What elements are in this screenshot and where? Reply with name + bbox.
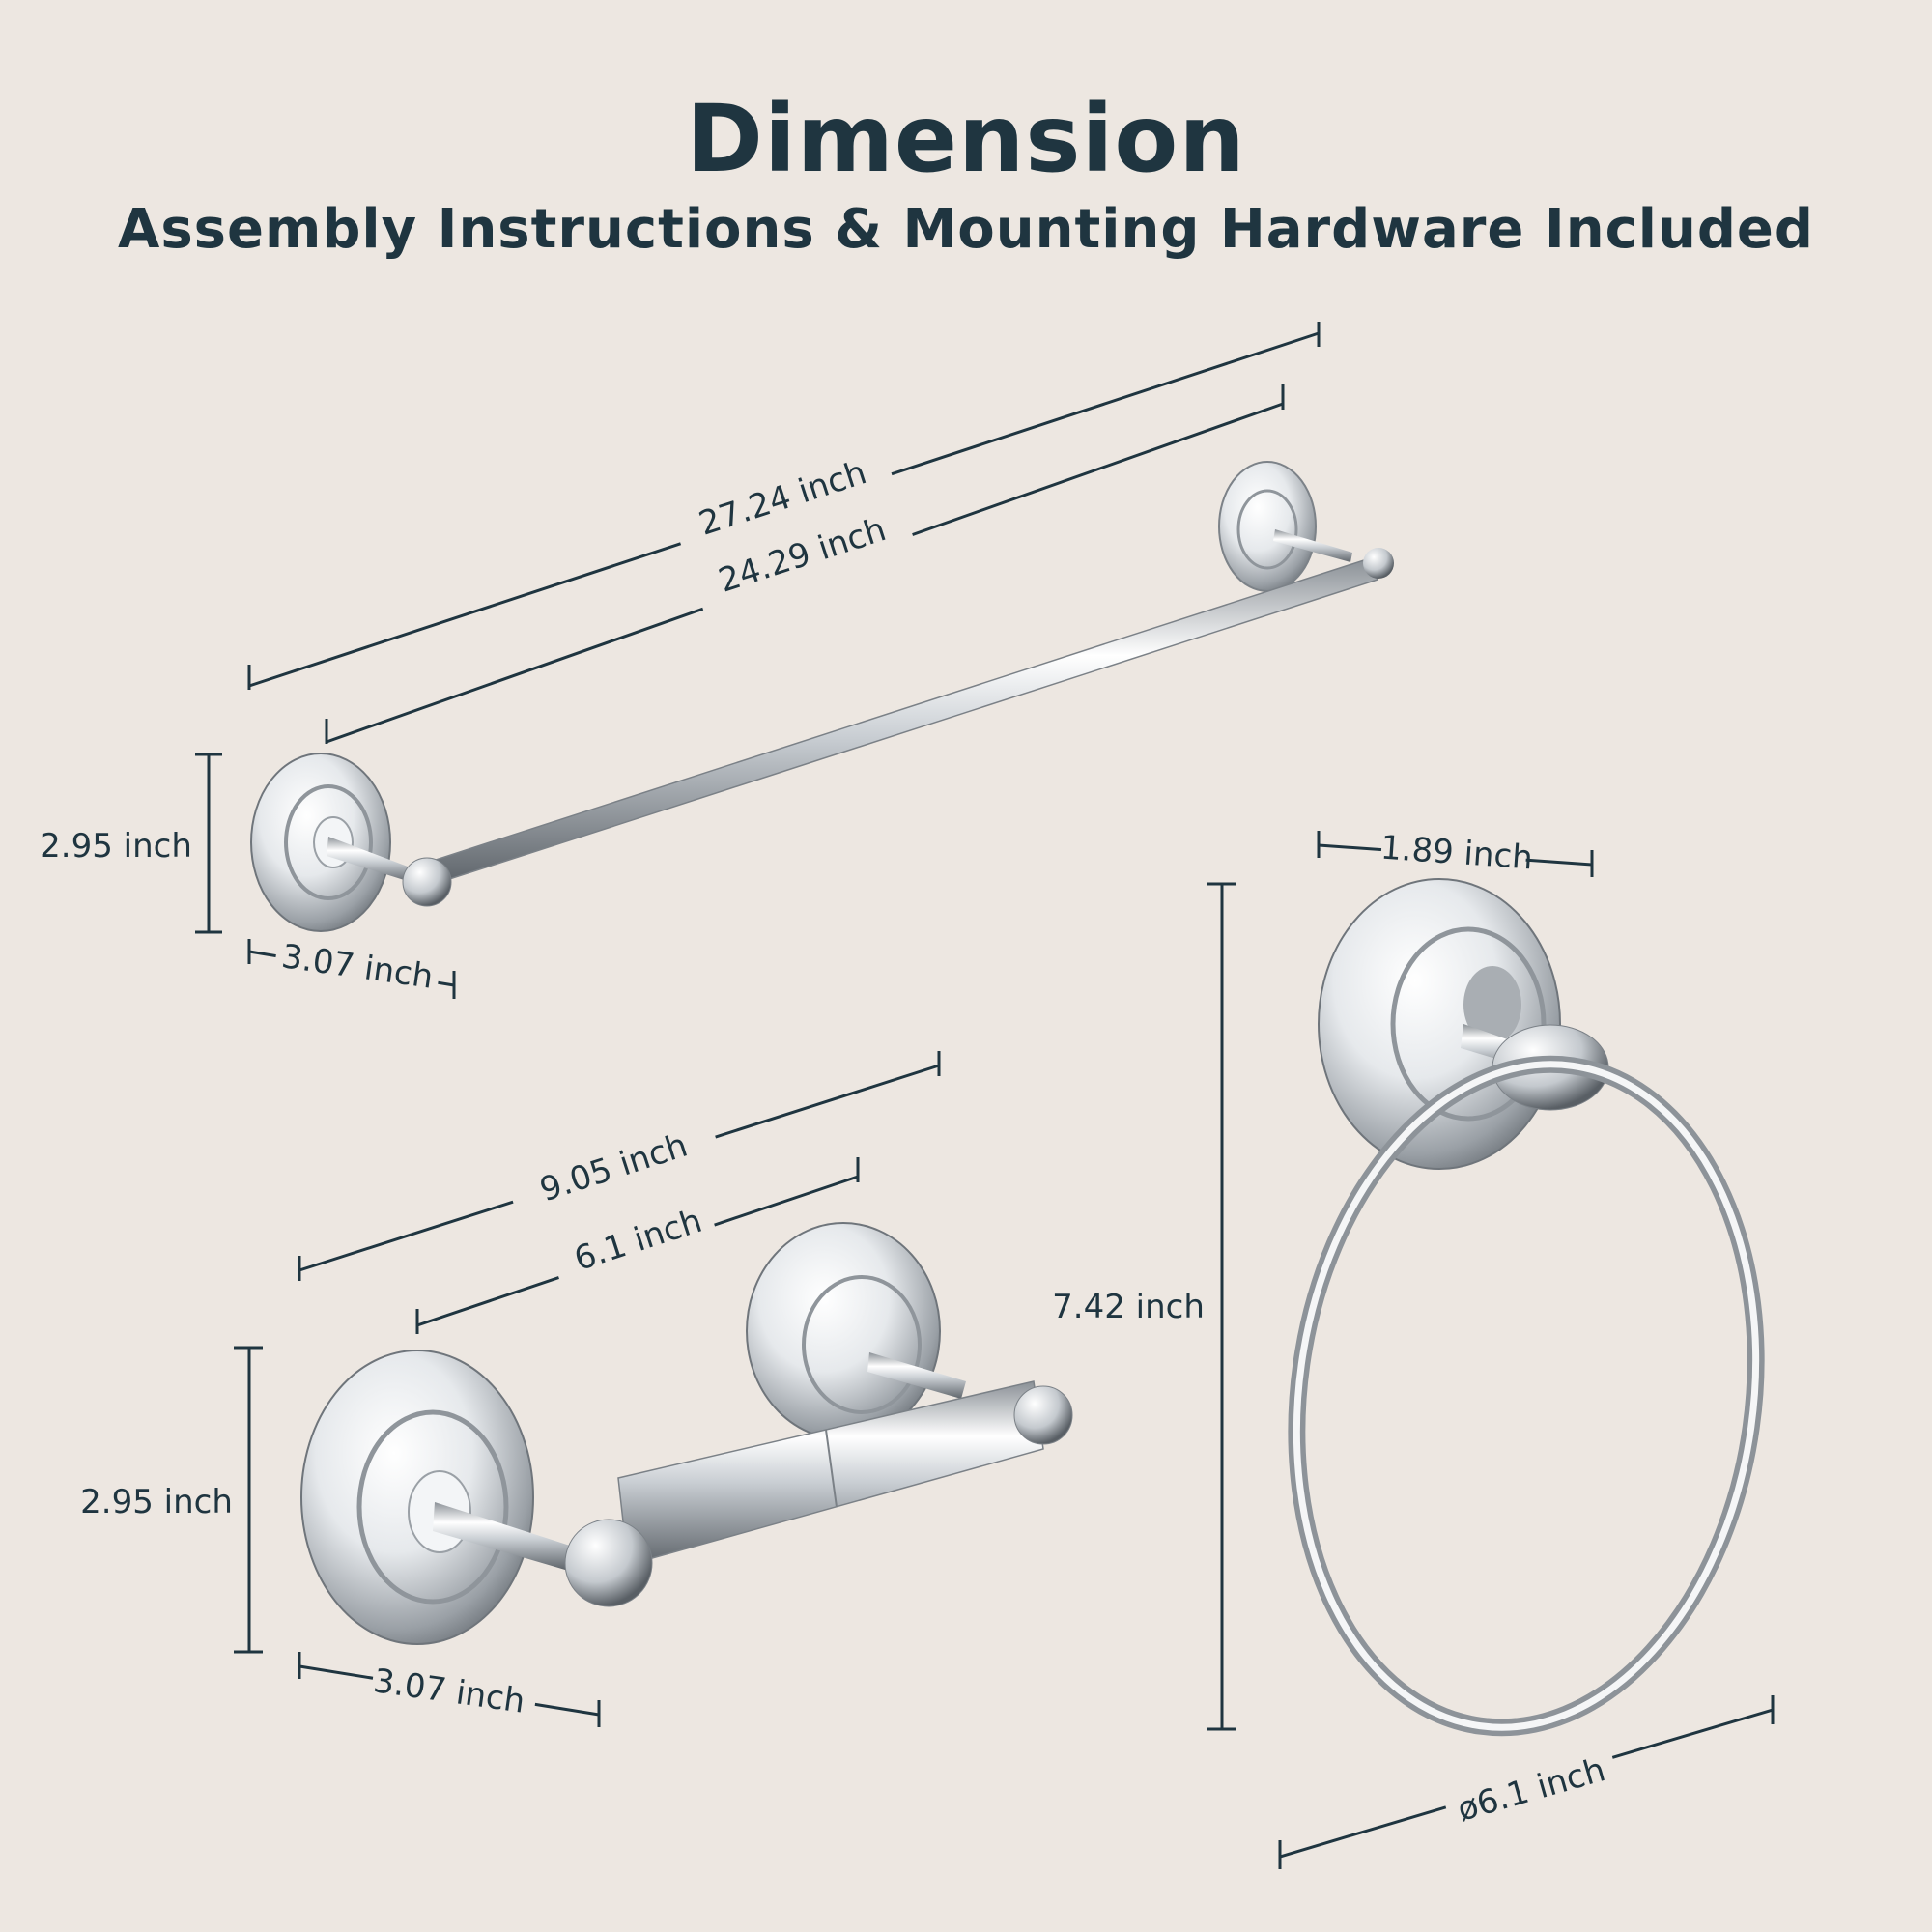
paper-holder-depth-dim: 3.07 inch [298,1651,601,1727]
towel-bar-right-mount [1218,461,1352,592]
towel-ring-height-label: 7.42 inch [1052,1288,1205,1326]
towel-bar-height-dim: 2.95 inch [40,753,222,934]
towel-ring-height-dim: 7.42 inch [1052,882,1236,1731]
towel-ring: 1.89 inch 7.42 inch ø6.1 inch [1052,823,1775,1869]
paper-holder-front-mount [300,1350,653,1645]
towel-bar-depth-dim: 3.07 inch [247,930,456,1000]
page-title: Dimension [686,85,1246,193]
page-subtitle: Assembly Instructions & Mounting Hardwar… [117,198,1814,261]
paper-holder-back-mount [746,1222,966,1440]
towel-ring-base-width-dim: 1.89 inch [1317,823,1594,878]
towel-bar-height-label: 2.95 inch [40,827,192,866]
towel-ring-hoop [1288,1055,1765,1737]
towel-bar-rod-length-dim: 24.29 inch [325,384,1285,744]
towel-bar: 27.24 inch 24.29 inch 2.95 inch 3.0 [40,322,1394,1000]
towel-ring-mount [1318,878,1609,1170]
towel-bar-rod [429,557,1378,884]
paper-holder: 9.05 inch 6.1 inch 2.95 inch 3.07 i [80,1051,1073,1727]
paper-holder-height-label: 2.95 inch [80,1483,233,1521]
paper-holder-height-dim: 2.95 inch [80,1346,263,1654]
towel-bar-left-mount [250,753,452,932]
